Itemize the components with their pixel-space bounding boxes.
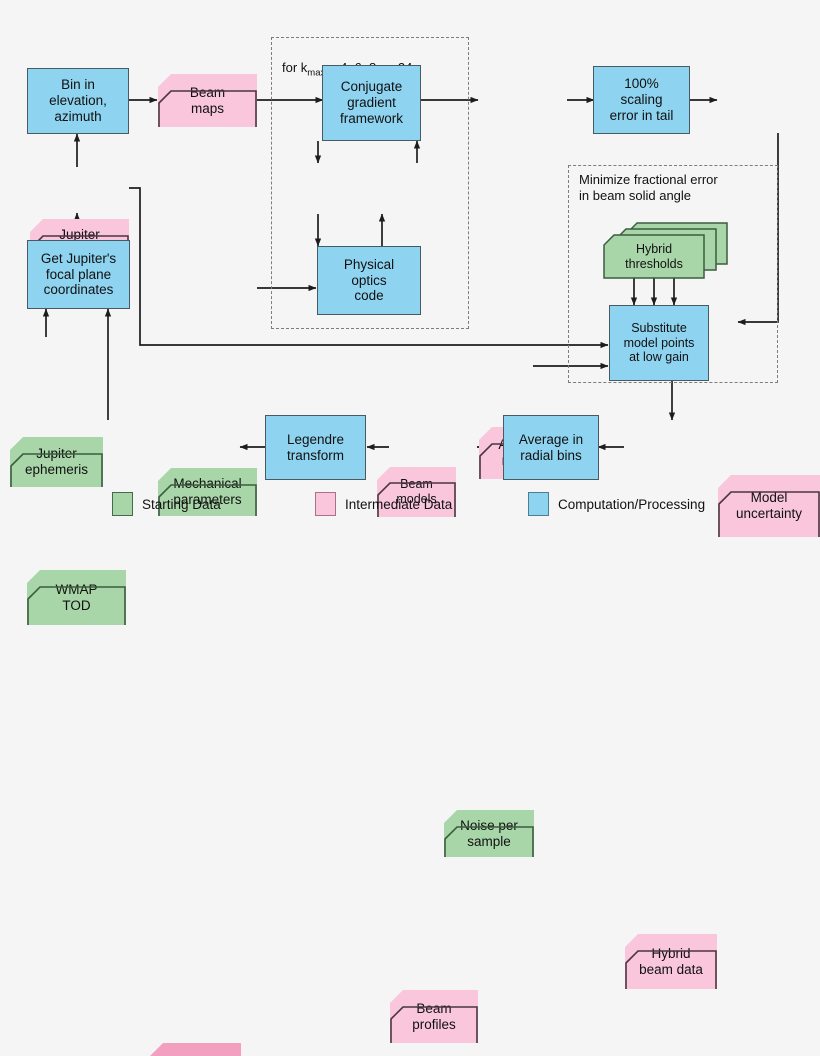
node-label: Beam maps — [190, 85, 225, 117]
node-label: Model uncertainty — [736, 490, 802, 522]
legend-swatch-green — [112, 492, 133, 516]
kmax-prefix: for k — [282, 60, 307, 75]
legend-item-starting-data: Starting Data — [112, 492, 221, 516]
node-label: Hybrid thresholds — [625, 242, 683, 272]
node-label: Jupiter ephemeris — [25, 446, 88, 478]
legend-label: Starting Data — [142, 497, 221, 512]
node-label: Average in radial bins — [519, 432, 583, 464]
node-bl-per-da[interactable]: bℓper DA — [150, 1043, 241, 1056]
node-label: Conjugate gradient framework — [340, 79, 403, 127]
node-get-jupiter-focal-plane[interactable]: Get Jupiter's focal plane coordinates — [27, 240, 130, 309]
minimize-error-label: Minimize fractional error in beam solid … — [579, 172, 774, 205]
node-physical-optics-code[interactable]: Physical optics code — [317, 246, 421, 315]
node-label: WMAP TOD — [56, 582, 98, 614]
node-conjugate-gradient-framework[interactable]: Conjugate gradient framework — [322, 65, 421, 141]
node-average-in-radial-bins[interactable]: Average in radial bins — [503, 415, 599, 480]
node-label: Noise per sample — [460, 818, 518, 850]
node-label: Bin in elevation, azimuth — [49, 77, 107, 125]
hybrid-thresholds-label-wrap: Hybrid thresholds — [603, 234, 705, 279]
legend-label: Computation/Processing — [558, 497, 705, 512]
node-scaling-error-in-tail[interactable]: 100% scaling error in tail — [593, 66, 690, 134]
node-legendre-transform[interactable]: Legendre transform — [265, 415, 366, 480]
legend-swatch-blue — [528, 492, 549, 516]
node-wmap-tod[interactable]: WMAP TOD — [27, 570, 126, 625]
legend-swatch-pink — [315, 492, 336, 516]
node-beam-maps[interactable]: Beam maps — [158, 74, 257, 127]
node-label: Beam profiles — [412, 1001, 456, 1033]
node-label: Legendre transform — [287, 432, 344, 464]
node-hybrid-beam-data[interactable]: Hybrid beam data — [625, 934, 717, 989]
legend-label: Intermediate Data — [345, 497, 452, 512]
node-hybrid-thresholds-stack[interactable]: Hybrid thresholds — [603, 222, 728, 268]
node-label: Substitute model points at low gain — [624, 321, 695, 365]
legend-item-computation: Computation/Processing — [528, 492, 705, 516]
node-substitute-model-points[interactable]: Substitute model points at low gain — [609, 305, 709, 381]
node-label: Hybrid beam data — [639, 946, 703, 978]
node-beam-profiles[interactable]: Beam profiles — [390, 990, 478, 1043]
node-label: 100% scaling error in tail — [610, 76, 674, 124]
node-label: Get Jupiter's focal plane coordinates — [41, 251, 116, 299]
node-jupiter-ephemeris[interactable]: Jupiter ephemeris — [10, 437, 103, 487]
legend-item-intermediate-data: Intermediate Data — [315, 492, 452, 516]
shape-border — [150, 1043, 241, 1056]
node-bin-in-elevation[interactable]: Bin in elevation, azimuth — [27, 68, 129, 134]
node-noise-per-sample[interactable]: Noise per sample — [444, 810, 534, 857]
node-label: Physical optics code — [344, 257, 394, 305]
